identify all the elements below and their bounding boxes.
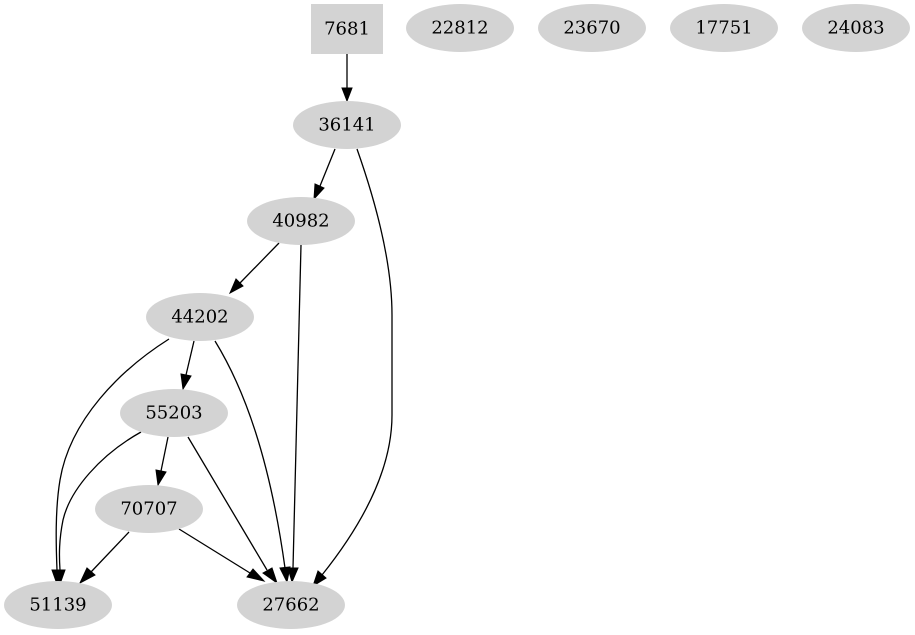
edge-44202-55203 — [180, 340, 195, 391]
node-27662[interactable]: 27662 — [237, 581, 345, 629]
node-23670[interactable]: 23670 — [538, 4, 646, 52]
node-55203[interactable]: 55203 — [120, 389, 228, 437]
edge-55203-27662 — [187, 436, 278, 585]
node-label: 27662 — [262, 595, 319, 616]
node-label: 23670 — [563, 18, 620, 39]
node-36141[interactable]: 36141 — [293, 101, 401, 149]
node-17751[interactable]: 17751 — [670, 4, 778, 52]
edge-40982-27662 — [287, 244, 302, 584]
edge-55203-70707 — [155, 436, 169, 487]
node-24083[interactable]: 24083 — [802, 4, 910, 52]
edge-40982-44202 — [228, 242, 280, 295]
edges — [51, 54, 393, 588]
node-label: 36141 — [318, 115, 375, 136]
node-7681[interactable]: 7681 — [311, 4, 383, 54]
node-44202[interactable]: 44202 — [146, 293, 254, 341]
node-40982[interactable]: 40982 — [247, 197, 355, 245]
node-22812[interactable]: 22812 — [406, 4, 514, 52]
edge-7681-36141 — [341, 54, 353, 103]
node-label: 51139 — [29, 595, 86, 616]
node-label: 55203 — [145, 403, 202, 424]
edge-70707-27662 — [178, 528, 266, 582]
edge-44202-27662 — [214, 340, 291, 584]
edge-70707-51139 — [78, 531, 130, 585]
node-51139[interactable]: 51139 — [4, 581, 112, 629]
edge-36141-27662 — [312, 148, 393, 588]
node-70707[interactable]: 70707 — [95, 485, 203, 533]
node-label: 44202 — [171, 307, 228, 328]
node-label: 17751 — [695, 18, 752, 39]
node-label: 40982 — [272, 211, 329, 232]
edge-55203-51139 — [54, 431, 142, 586]
node-label: 24083 — [827, 18, 884, 39]
edge-36141-40982 — [313, 148, 336, 201]
edge-44202-51139 — [51, 338, 170, 586]
node-label: 22812 — [431, 18, 488, 39]
node-label: 70707 — [120, 499, 177, 520]
node-label: 7681 — [324, 19, 370, 40]
nodes: 7681 22812 23670 17751 24083 36141 40982 — [4, 4, 910, 629]
